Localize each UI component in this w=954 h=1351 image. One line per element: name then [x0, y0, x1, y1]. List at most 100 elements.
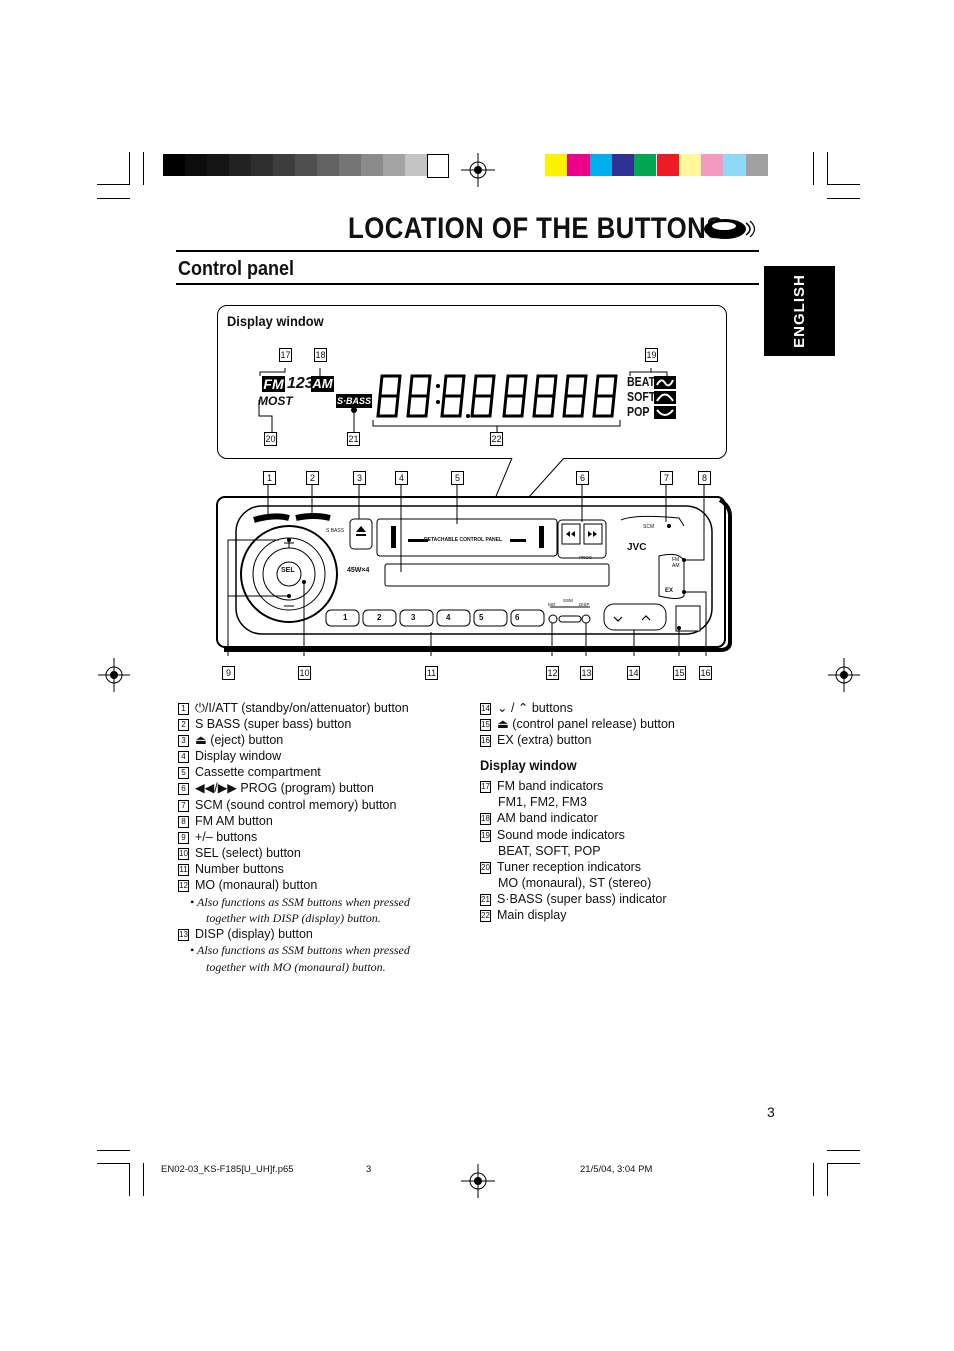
- list-item: 22 Main display: [480, 907, 675, 923]
- main-display-segments: [376, 374, 618, 418]
- jvc-logo: JVC: [627, 542, 647, 553]
- item-text: Tuner reception indicators: [497, 859, 642, 874]
- gray-swatch: [427, 154, 449, 178]
- sbass-button-label: S BASS: [326, 528, 345, 534]
- color-swatch: [567, 154, 590, 176]
- item-text: DISP (display) button: [195, 927, 313, 942]
- callout-13: 13: [580, 666, 593, 680]
- registration-mark: [461, 1164, 495, 1198]
- gray-swatch: [273, 154, 295, 176]
- gray-swatch: [383, 154, 405, 176]
- pop-indicator: POP: [627, 405, 650, 419]
- preset-5-label: 5: [479, 613, 484, 622]
- gray-swatch: [163, 154, 185, 176]
- callout-15: 15: [673, 666, 686, 680]
- callout-2: 2: [306, 471, 319, 485]
- most-indicator: MOST: [258, 394, 293, 408]
- registration-mark: [461, 153, 495, 187]
- item-number: 8: [178, 815, 189, 828]
- item-text: Sound mode indicators: [497, 827, 625, 842]
- item-subtext: FM1, FM2, FM3: [498, 795, 587, 810]
- footer-filename: EN02-03_KS-F185[U_UH]f.p65: [161, 1164, 294, 1175]
- item-number: 14: [480, 703, 491, 715]
- display-window-heading: Display window: [480, 757, 577, 774]
- ex-label: EX: [665, 588, 674, 594]
- fmam-label: FM AM: [672, 557, 680, 569]
- callout-19: 19: [645, 348, 658, 362]
- item-number: 22: [480, 910, 491, 923]
- fm-indicator: FM: [262, 376, 285, 392]
- gray-swatch: [405, 154, 427, 176]
- display-window-frame: [217, 305, 727, 459]
- callout-8: 8: [698, 471, 711, 485]
- disp-label: DISP: [579, 602, 590, 607]
- control-panel-drawing: [216, 457, 732, 656]
- callout-18: 18: [314, 348, 327, 362]
- item-number: 20: [480, 861, 491, 874]
- item-number: 4: [178, 751, 189, 764]
- gray-swatch: [361, 154, 383, 176]
- item-text: FM AM button: [195, 813, 273, 828]
- item-number: 3: [178, 735, 189, 748]
- callout-5: 5: [451, 471, 464, 485]
- item-number: 15: [480, 719, 491, 732]
- callout-17: 17: [279, 348, 292, 362]
- sel-label: SEL: [281, 567, 295, 574]
- item-text: ⏏ (eject) button: [195, 733, 284, 748]
- footer-date: 21/5/04, 3:04 PM: [580, 1164, 653, 1175]
- language-tab-label: ENGLISH: [791, 274, 808, 348]
- list-item: 8 FM AM button: [178, 813, 410, 829]
- section-title: Control panel: [178, 258, 295, 280]
- callout-14: 14: [627, 666, 640, 680]
- item-text: S BASS (super bass) button: [195, 717, 352, 732]
- color-swatch: [678, 154, 702, 176]
- callout-22: 22: [490, 432, 503, 446]
- list-item: 6◀◀/▶▶ PROG (program) button: [178, 780, 410, 796]
- note-line: together with DISP (display) button.: [206, 911, 381, 926]
- item-text: MO (monaural) button: [195, 878, 318, 893]
- list-item: 4 Display window: [178, 748, 410, 764]
- item-text: S·BASS (super bass) indicator: [497, 891, 667, 906]
- soft-indicator: SOFT: [627, 390, 656, 404]
- list-item: 14⌄ / ⌃ buttons: [480, 700, 675, 716]
- gray-swatch: [295, 154, 317, 176]
- color-swatch: [723, 154, 746, 176]
- display-callout-lines: [258, 368, 668, 432]
- callout-1: 1: [263, 471, 276, 485]
- callout-16: 16: [699, 666, 712, 680]
- color-swatch: [745, 154, 768, 176]
- item-subtext: MO (monaural), ST (stereo): [498, 875, 652, 890]
- gray-swatch: [317, 154, 339, 176]
- preset-3-label: 3: [411, 613, 416, 622]
- item-text: Main display: [497, 908, 567, 923]
- callout-4: 4: [395, 471, 408, 485]
- item-text: Display window: [195, 749, 282, 764]
- color-swatch: [656, 154, 679, 176]
- item-number: 12: [178, 880, 189, 893]
- list-item: 21 S·BASS (super bass) indicator: [480, 891, 675, 907]
- item-text: Cassette compartment: [195, 765, 321, 780]
- beat-indicator: BEAT: [627, 375, 656, 389]
- callout-20: 20: [264, 432, 277, 446]
- list-item: 12 MO (monaural) button: [178, 877, 410, 893]
- page-title: LOCATION OF THE BUTTONS: [348, 212, 724, 245]
- ssm-label: SSM: [563, 598, 573, 603]
- item-text: SEL (select) button: [195, 845, 301, 860]
- color-swatch: [611, 154, 635, 176]
- item-number: 5: [178, 767, 189, 780]
- button-list-left: 1⏻/I/ATT (standby/on/attenuator) button …: [178, 700, 410, 975]
- gray-swatch: [229, 154, 251, 176]
- item-text: ⏻/I/ATT (standby/on/attenuator) button: [195, 701, 409, 715]
- list-item: 15⏏ (control panel release) button: [480, 716, 675, 732]
- item-number: 21: [480, 893, 491, 906]
- item-text: FM band indicators: [497, 779, 604, 794]
- registration-mark: [828, 658, 860, 692]
- callout-7: 7: [660, 471, 673, 485]
- item-number: 18: [480, 813, 491, 826]
- item-number: 2: [178, 719, 189, 732]
- am-indicator: AM: [311, 376, 334, 392]
